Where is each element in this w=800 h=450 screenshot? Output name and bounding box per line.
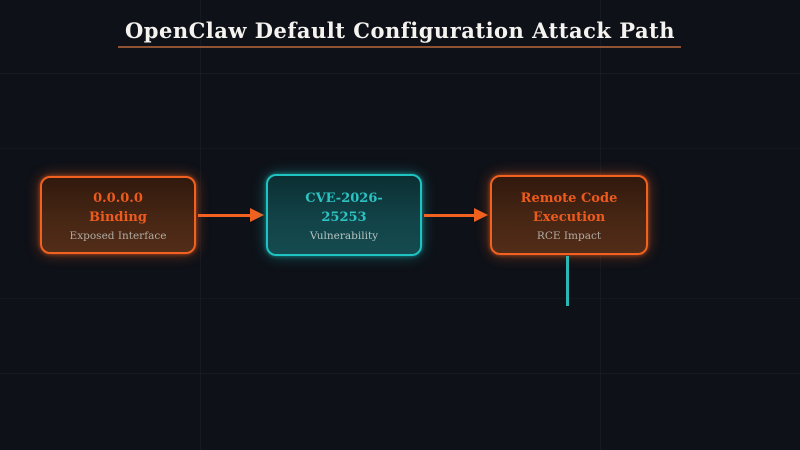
connector-line-down bbox=[566, 256, 569, 306]
node-rce-title-line2: Execution bbox=[532, 209, 606, 225]
node-rce-title-line1: Remote Code bbox=[520, 190, 618, 206]
node-binding-subtitle: Exposed Interface bbox=[69, 229, 167, 242]
node-binding-title: 0.0.0.0 Binding bbox=[89, 189, 147, 227]
arrow-head-icon bbox=[474, 208, 488, 222]
node-remote-code-execution: Remote Code Execution RCE Impact bbox=[490, 175, 648, 255]
page-title: OpenClaw Default Configuration Attack Pa… bbox=[124, 18, 676, 43]
node-binding: 0.0.0.0 Binding Exposed Interface bbox=[40, 176, 196, 254]
node-binding-title-line2: Binding bbox=[89, 209, 147, 225]
title-underline bbox=[118, 46, 681, 48]
arrow-cve-to-rce bbox=[424, 208, 488, 223]
node-cve-title-line2: 25253 bbox=[321, 209, 367, 225]
node-cve-2026-25253: CVE-2026- 25253 Vulnerability bbox=[266, 174, 422, 256]
arrow-line bbox=[424, 214, 476, 217]
node-cve-title-line1: CVE-2026- bbox=[305, 190, 383, 206]
arrow-head-icon bbox=[250, 208, 264, 222]
node-cve-title: CVE-2026- 25253 bbox=[305, 189, 383, 227]
node-rce-title: Remote Code Execution bbox=[521, 189, 618, 227]
node-binding-title-line1: 0.0.0.0 bbox=[93, 190, 143, 206]
node-rce-subtitle: RCE Impact bbox=[536, 229, 602, 242]
arrow-binding-to-cve bbox=[198, 208, 264, 223]
node-cve-subtitle: Vulnerability bbox=[309, 229, 379, 242]
arrow-line bbox=[198, 214, 252, 217]
